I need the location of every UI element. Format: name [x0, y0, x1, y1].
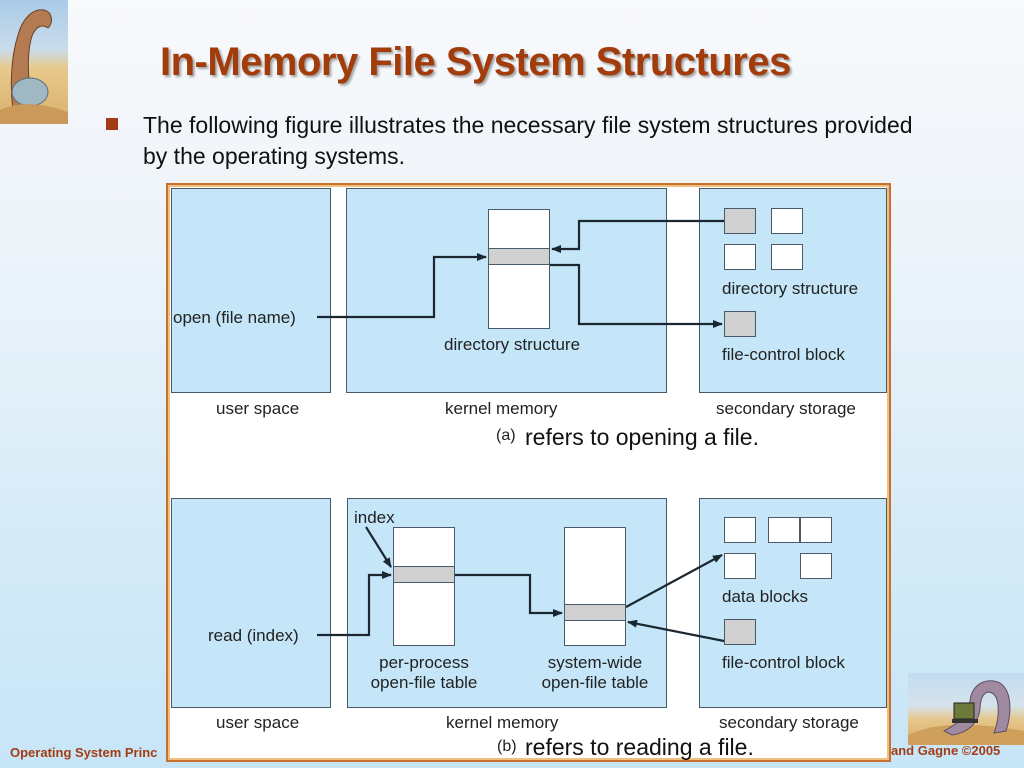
a-storage-dir-block: [724, 244, 756, 270]
b-system-wide-label-line1: system-wide: [547, 653, 643, 672]
b-secondary-storage-label: secondary storage: [719, 713, 859, 732]
a-user-space-region: [171, 188, 331, 393]
b-caption: refers to reading a file.: [525, 734, 754, 760]
b-file-control-block: [724, 619, 756, 645]
a-kernel-directory-entry: [488, 248, 550, 265]
b-user-space-label: user space: [216, 713, 300, 732]
b-data-block: [724, 517, 756, 543]
b-data-block: [800, 553, 832, 579]
b-system-wide-table: [564, 527, 626, 646]
footer-course-title: Operating System Princ: [10, 745, 158, 760]
a-secondary-storage-label: secondary storage: [716, 399, 856, 418]
b-per-process-label-line1: per-process: [379, 653, 469, 672]
b-per-process-table: [393, 527, 455, 646]
a-caption: refers to opening a file.: [525, 424, 759, 450]
a-storage-dir-block-selected: [724, 208, 756, 234]
b-user-space-region: [171, 498, 331, 708]
a-kernel-directory-label: directory structure: [444, 335, 581, 354]
bullet-text: The following figure illustrates the nec…: [143, 112, 913, 169]
dinosaur-reading-illustration: [0, 0, 68, 124]
a-user-space-label: user space: [216, 399, 300, 418]
a-storage-dir-block: [771, 208, 803, 234]
dinosaur-laptop-illustration: [908, 673, 1024, 745]
b-data-block: [768, 517, 800, 543]
slide-title: In-Memory File System Structures: [160, 40, 791, 84]
b-data-blocks-label: data blocks: [722, 587, 808, 606]
a-fcb-label: file-control block: [722, 345, 845, 364]
footer-copyright: and Gagne ©2005: [891, 743, 1001, 758]
b-index-label: index: [354, 508, 395, 527]
a-kernel-memory-label: kernel memory: [445, 399, 558, 418]
b-per-process-entry: [393, 566, 455, 583]
b-fcb-label: file-control block: [722, 653, 845, 672]
a-storage-directory-label: directory structure: [722, 279, 859, 298]
a-open-call-label: open (file name): [173, 308, 296, 327]
b-per-process-label-line2: open-file table: [370, 673, 478, 692]
a-kernel-directory-table: [488, 209, 550, 329]
a-caption-tag: (a): [496, 427, 516, 444]
b-kernel-memory-label: kernel memory: [446, 713, 559, 732]
b-caption-tag: (b): [497, 738, 517, 755]
b-system-wide-entry: [564, 604, 626, 621]
b-system-wide-label: system-wide open-file table: [530, 653, 660, 693]
a-file-control-block: [724, 311, 756, 337]
bullet-icon: [106, 118, 118, 130]
a-storage-dir-block: [771, 244, 803, 270]
b-per-process-label: per-process open-file table: [364, 653, 484, 693]
b-system-wide-label-line2: open-file table: [541, 673, 649, 692]
b-data-block-target: [724, 553, 756, 579]
b-read-call-label: read (index): [208, 626, 299, 645]
b-data-block: [800, 517, 832, 543]
